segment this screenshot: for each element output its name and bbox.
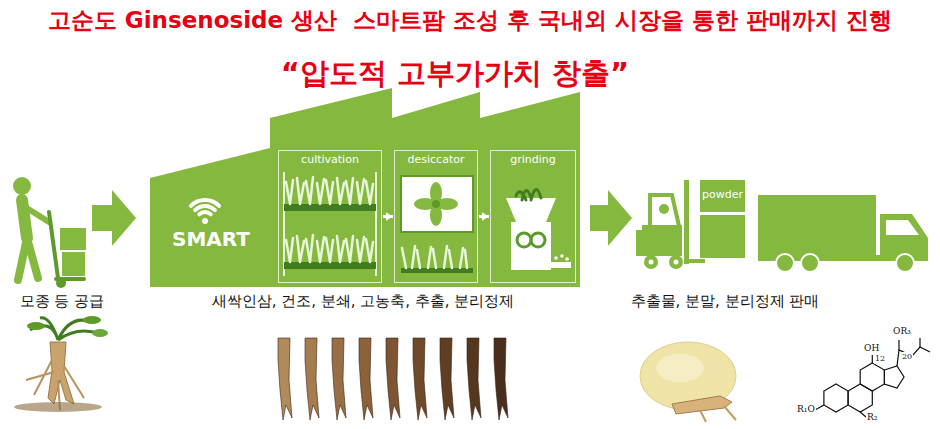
stage-label: 추출물, 분말, 분리정제 판매 bbox=[631, 292, 820, 310]
product-box: powder bbox=[700, 180, 745, 212]
chem-label: R₂ bbox=[866, 412, 878, 423]
flow-arrow bbox=[92, 190, 136, 246]
factory-node: SMART cultivation desiccator grinding bbox=[150, 88, 580, 288]
desiccator-fan bbox=[401, 176, 473, 273]
chem-label: OR₃ bbox=[892, 326, 912, 337]
grinder-machine bbox=[506, 189, 571, 270]
flow-connector bbox=[383, 212, 393, 220]
process-box: grinding bbox=[490, 150, 576, 283]
node-text: desiccator bbox=[395, 154, 477, 167]
chem-label: 20 bbox=[901, 352, 913, 362]
ginseng-seedling bbox=[14, 316, 108, 412]
flow-arrow bbox=[590, 190, 632, 246]
node-text: cultivation bbox=[279, 154, 381, 167]
title-text: 고순도 Ginsenoside 생산 스마트팜 조성 후 국내외 시장을 통한 … bbox=[48, 7, 892, 35]
powder-pile bbox=[640, 342, 736, 422]
worker-icon bbox=[13, 177, 86, 288]
chem-label: R₁O bbox=[796, 404, 816, 415]
stage-label: 모종 등 공급 bbox=[20, 292, 105, 310]
cultivation-shelves bbox=[284, 172, 376, 276]
wifi-icon bbox=[191, 200, 219, 224]
process-box: desiccator bbox=[394, 150, 478, 283]
ginsenoside-structure bbox=[815, 338, 930, 417]
node-text: grinding bbox=[491, 154, 575, 167]
process-box: cultivation bbox=[278, 150, 382, 283]
stage-label: 새싹인삼, 건조, 분쇄, 고농축, 추출, 분리정제 bbox=[212, 292, 515, 310]
forklift-icon bbox=[636, 180, 745, 269]
node-text: SMART bbox=[172, 228, 250, 251]
arrow-head bbox=[482, 212, 489, 220]
ginseng-roots bbox=[278, 338, 508, 420]
arrow-head bbox=[386, 212, 393, 220]
node-text: powder bbox=[700, 189, 745, 202]
chem-label: 12 bbox=[874, 354, 886, 364]
chem-label: OH bbox=[863, 343, 880, 354]
flow-connector bbox=[479, 212, 489, 220]
subtitle-text: “압도적 고부가가치 창출” bbox=[281, 56, 629, 91]
truck-icon bbox=[758, 195, 928, 272]
factory-building bbox=[150, 88, 580, 287]
